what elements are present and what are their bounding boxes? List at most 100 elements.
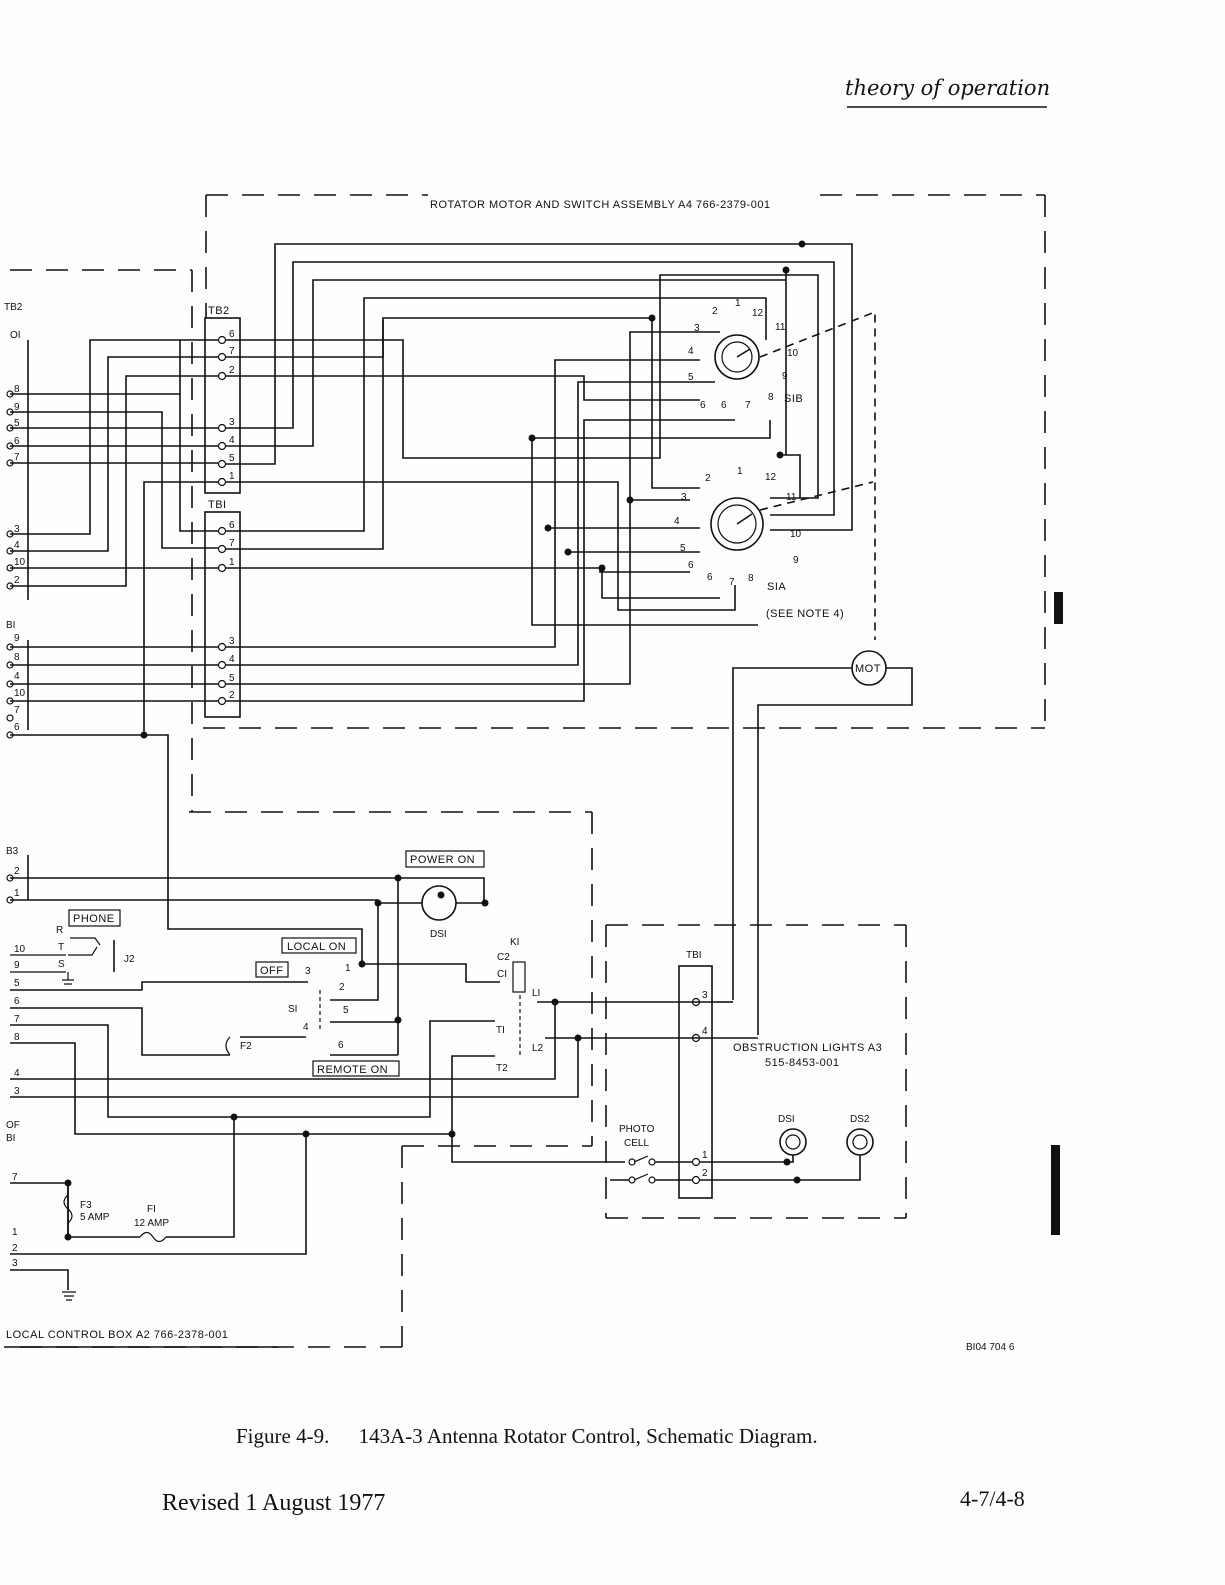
svg-text:8: 8 <box>748 573 754 584</box>
svg-text:PHOTO: PHOTO <box>619 1124 655 1135</box>
svg-text:SIA: SIA <box>767 581 786 593</box>
svg-text:SIB: SIB <box>784 393 803 405</box>
svg-text:9: 9 <box>14 960 20 971</box>
svg-text:5: 5 <box>229 453 235 464</box>
svg-text:6: 6 <box>700 400 706 411</box>
svg-text:3: 3 <box>694 323 700 334</box>
svg-text:LOCAL ON: LOCAL ON <box>287 941 346 953</box>
revision-bar-2 <box>1051 1145 1060 1235</box>
svg-text:LI: LI <box>532 988 540 999</box>
fuse-f3: F3 5 AMP <box>63 1194 110 1224</box>
svg-text:F3: F3 <box>80 1200 92 1211</box>
section-header: theory of operation <box>845 76 1051 100</box>
svg-text:7: 7 <box>729 577 735 588</box>
svg-text:9: 9 <box>782 371 788 382</box>
svg-text:4: 4 <box>702 1026 708 1037</box>
lights-tb1-board <box>678 965 713 1199</box>
tb1-terminals: 6 7 1 3 4 5 2 <box>217 520 235 706</box>
svg-text:OI: OI <box>10 330 21 341</box>
svg-text:T: T <box>58 942 64 953</box>
obstruction-lamps: DSI DS2 <box>700 1114 874 1184</box>
svg-text:11: 11 <box>786 492 797 503</box>
svg-text:12: 12 <box>752 308 764 319</box>
svg-text:4: 4 <box>14 671 20 682</box>
revision-bar-1 <box>1054 592 1063 624</box>
svg-text:REMOTE ON: REMOTE ON <box>317 1064 388 1076</box>
svg-text:KI: KI <box>510 937 519 948</box>
svg-text:8: 8 <box>14 1032 20 1043</box>
tb1-board <box>204 511 241 718</box>
svg-text:3: 3 <box>305 966 311 977</box>
svg-text:5: 5 <box>229 673 235 684</box>
svg-text:MOT: MOT <box>855 663 881 675</box>
svg-text:C2: C2 <box>497 952 510 963</box>
revision-date: Revised 1 August 1977 <box>162 1490 386 1516</box>
svg-text:R: R <box>56 925 63 936</box>
svg-text:FI: FI <box>147 1204 156 1215</box>
left-wires <box>10 339 363 964</box>
svg-text:TI: TI <box>496 1025 505 1036</box>
obstruction-lights-label: OBSTRUCTION LIGHTS A3 <box>733 1042 882 1054</box>
fuse-f2: F2 <box>225 1036 252 1056</box>
note-4: (SEE NOTE 4) <box>766 608 844 620</box>
svg-text:8: 8 <box>14 652 20 663</box>
svg-text:4: 4 <box>688 346 694 357</box>
svg-text:3: 3 <box>14 1086 20 1097</box>
svg-text:6: 6 <box>688 560 694 571</box>
svg-text:3: 3 <box>681 492 687 503</box>
svg-text:9: 9 <box>14 633 20 644</box>
svg-text:12 AMP: 12 AMP <box>134 1218 169 1229</box>
svg-text:POWER ON: POWER ON <box>410 854 475 866</box>
svg-text:10: 10 <box>14 688 26 699</box>
svg-text:2: 2 <box>339 982 345 993</box>
svg-text:10: 10 <box>790 529 802 540</box>
rotator-wiring <box>226 243 853 702</box>
svg-text:1: 1 <box>735 298 741 309</box>
main-local-wiring <box>10 877 717 1301</box>
svg-text:DSI: DSI <box>430 929 447 940</box>
svg-text:4: 4 <box>229 435 235 446</box>
svg-text:5 AMP: 5 AMP <box>80 1212 110 1223</box>
svg-text:4: 4 <box>14 540 20 551</box>
svg-text:2: 2 <box>12 1243 18 1254</box>
svg-text:OF: OF <box>6 1120 20 1131</box>
svg-text:7: 7 <box>229 346 235 357</box>
svg-text:DSI: DSI <box>778 1114 795 1125</box>
svg-text:4: 4 <box>303 1022 309 1033</box>
svg-text:7: 7 <box>14 705 20 716</box>
svg-text:2: 2 <box>14 866 20 877</box>
svg-text:1: 1 <box>12 1227 18 1238</box>
svg-text:3: 3 <box>14 524 20 535</box>
svg-text:DS2: DS2 <box>850 1114 870 1125</box>
svg-text:6: 6 <box>707 572 713 583</box>
drawing-number: BI04 704 6 <box>966 1342 1015 1353</box>
svg-text:5: 5 <box>688 372 694 383</box>
svg-text:3: 3 <box>702 990 708 1001</box>
svg-text:1: 1 <box>229 471 235 482</box>
svg-text:6: 6 <box>229 329 235 340</box>
figure-title: 143A-3 Antenna Rotator Control, Schemati… <box>358 1424 818 1448</box>
svg-text:10: 10 <box>14 557 26 568</box>
svg-text:2: 2 <box>705 473 711 484</box>
left-lower-pins: B3 2 1 10 9 5 6 7 8 4 3 OF BI 7 1 2 3 <box>6 846 26 1269</box>
svg-text:PHONE: PHONE <box>73 913 115 925</box>
power-on-lamp: POWER ON DSI <box>405 850 485 940</box>
svg-text:F2: F2 <box>240 1041 252 1052</box>
fuse-f1: FI 12 AMP <box>134 1204 169 1243</box>
svg-text:8: 8 <box>14 384 20 395</box>
svg-text:1: 1 <box>14 888 20 899</box>
svg-text:6: 6 <box>14 436 20 447</box>
svg-text:4: 4 <box>14 1068 20 1079</box>
svg-text:6: 6 <box>14 722 20 733</box>
left-unit-boundary <box>10 269 593 1348</box>
rotator-assembly-boundary <box>203 194 1046 730</box>
svg-text:J2: J2 <box>124 954 135 965</box>
svg-text:OFF: OFF <box>260 965 284 977</box>
tb1-label: TBI <box>208 499 227 511</box>
svg-text:1: 1 <box>345 963 351 974</box>
svg-text:11: 11 <box>775 322 786 333</box>
svg-text:7: 7 <box>14 1014 20 1025</box>
svg-text:2: 2 <box>229 365 235 376</box>
